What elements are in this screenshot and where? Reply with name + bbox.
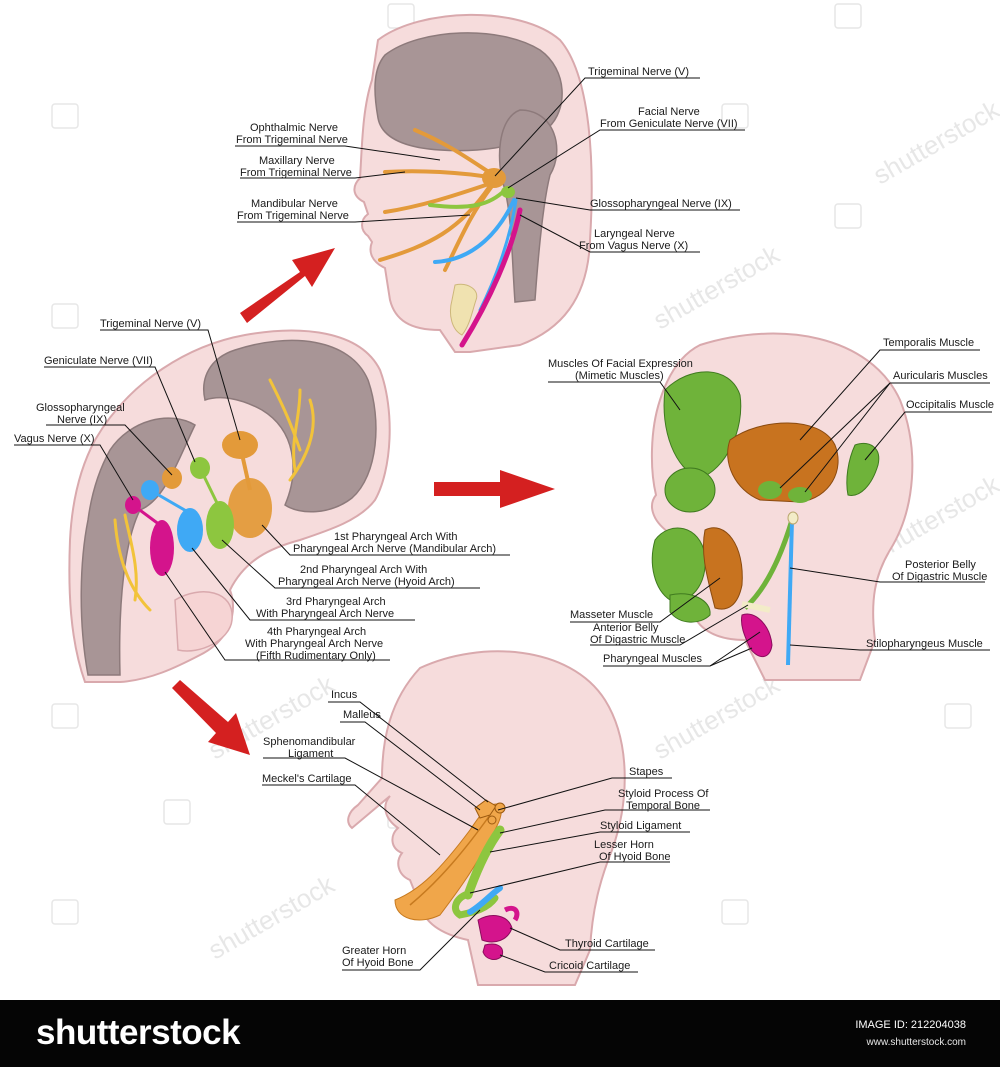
label-stapes: Stapes <box>629 766 664 778</box>
label-mandibular-1: Mandibular Nerve <box>251 198 338 210</box>
label-arch4-2: With Pharyngeal Arch Nerve <box>245 638 383 650</box>
label-posterior-belly-1: Posterior Belly <box>905 559 976 571</box>
label-posterior-belly-2: Of Digastric Muscle <box>892 571 987 583</box>
arch-2 <box>206 501 234 549</box>
label-anterior-belly-1: Anterior Belly <box>593 622 659 634</box>
label-trigeminal-embryo: Trigeminal Nerve (V) <box>100 318 201 330</box>
arch-4 <box>150 520 174 576</box>
arrow-down-right <box>172 680 250 755</box>
label-lesser-horn-1: Lesser Horn <box>594 839 654 851</box>
label-cricoid: Cricoid Cartilage <box>549 960 630 972</box>
label-malleus: Malleus <box>343 709 381 721</box>
label-maxillary-2: From Trigeminal Nerve <box>240 167 352 179</box>
label-masseter: Masseter Muscle <box>570 609 653 621</box>
label-glosso-embryo-1: Glossopharyngeal <box>36 402 125 414</box>
label-arch3-2: With Pharyngeal Arch Nerve <box>256 608 394 620</box>
label-lesser-horn-2: Of Hyoid Bone <box>599 851 671 863</box>
muscle-labels: Muscles Of Facial Expression (Mimetic Mu… <box>548 337 994 667</box>
label-trigeminal-top: Trigeminal Nerve (V) <box>588 66 689 78</box>
label-laryngeal-1: Laryngeal Nerve <box>594 228 675 240</box>
label-styloid-ligament: Styloid Ligament <box>600 820 681 832</box>
ossicles <box>474 799 506 825</box>
label-greater-horn-1: Greater Horn <box>342 945 406 957</box>
label-spheno-1: Sphenomandibular <box>263 736 356 748</box>
label-arch3-1: 3rd Pharyngeal Arch <box>286 596 386 608</box>
arch-1 <box>228 478 272 538</box>
label-anterior-belly-2: Of Digastric Muscle <box>590 634 685 646</box>
brand-logo: shutterstock <box>36 1013 241 1052</box>
label-ophthalmic-1: Ophthalmic Nerve <box>250 122 338 134</box>
label-greater-horn-2: Of Hyoid Bone <box>342 957 414 969</box>
label-ophthalmic-2: From Trigeminal Nerve <box>236 134 348 146</box>
label-vagus-embryo: Vagus Nerve (X) <box>14 433 95 445</box>
label-facial-muscles-2: (Mimetic Muscles) <box>575 370 664 382</box>
label-pharyngeal-muscles: Pharyngeal Muscles <box>603 653 703 665</box>
head-muscles <box>650 332 914 681</box>
cricoid-cartilage <box>482 943 504 960</box>
label-facial-muscles-1: Muscles Of Facial Expression <box>548 358 693 370</box>
label-arch4-1: 4th Pharyngeal Arch <box>267 626 366 638</box>
label-glosso-embryo-2: Nerve (IX) <box>57 414 107 426</box>
label-occipitalis: Occipitalis Muscle <box>906 399 994 411</box>
occipitalis-muscle <box>846 443 880 496</box>
site-url: www.shutterstock.com <box>866 1037 966 1048</box>
arrows <box>172 248 555 755</box>
masseter-muscle <box>702 527 743 610</box>
label-arch2-1: 2nd Pharyngeal Arch With <box>300 564 427 576</box>
watermark-text: shutterstock <box>648 239 785 336</box>
label-facial-2: From Geniculate Nerve (VII) <box>600 118 738 130</box>
trigeminal-ganglion-top <box>482 168 506 188</box>
head-skeleton <box>347 650 626 986</box>
label-temporalis: Temporalis Muscle <box>883 337 974 349</box>
label-facial-1: Facial Nerve <box>638 106 700 118</box>
label-styloid-process-2: Temporal Bone <box>626 800 700 812</box>
label-laryngeal-2: From Vagus Nerve (X) <box>579 240 688 252</box>
head-cranial-nerves <box>353 13 593 353</box>
label-arch2-2: Pharyngeal Arch Nerve (Hyoid Arch) <box>278 576 455 588</box>
arch-3 <box>177 508 203 552</box>
label-stylopharyngeus: Stilopharyngeus Muscle <box>866 638 983 650</box>
label-incus: Incus <box>331 689 358 701</box>
footer-bar <box>0 1000 1000 1067</box>
meckels-cartilage <box>394 803 502 921</box>
watermark-text: shutterstock <box>868 94 1000 191</box>
cerebellum-brainstem-top <box>498 109 558 303</box>
embryo-pharyngeal-arches <box>68 329 391 683</box>
watermark-text: shutterstock <box>648 669 785 766</box>
label-maxillary-1: Maxillary Nerve <box>259 155 335 167</box>
label-styloid-process-1: Styloid Process Of <box>618 788 709 800</box>
label-arch1-1: 1st Pharyngeal Arch With <box>334 531 458 543</box>
image-id-label: IMAGE ID: 212204038 <box>855 1019 966 1031</box>
label-mandibular-2: From Trigeminal Nerve <box>237 210 349 222</box>
facial-expression-muscles <box>651 371 742 623</box>
label-arch4-3: (Fifth Rudimentary Only) <box>256 650 376 662</box>
label-auricularis: Auricularis Muscles <box>893 370 988 382</box>
label-thyroid: Thyroid Cartilage <box>565 938 649 950</box>
label-geniculate: Geniculate Nerve (VII) <box>44 355 153 367</box>
pharyngeal-muscles <box>741 613 773 658</box>
embryo-labels: Trigeminal Nerve (V) Geniculate Nerve (V… <box>14 318 510 662</box>
label-meckel: Meckel's Cartilage <box>262 773 352 785</box>
thyroid-cartilage <box>477 915 513 943</box>
top-labels: Trigeminal Nerve (V) Facial Nerve From G… <box>235 66 745 253</box>
watermark-text: shutterstock <box>203 869 340 966</box>
temporalis-muscle <box>727 422 839 503</box>
skeleton-labels: Incus Malleus Sphenomandibular Ligament … <box>262 689 710 973</box>
pharyngeal-arch-diagram: shutterstock shutterstock shutterstock s… <box>14 3 1000 986</box>
arrow-right <box>434 470 555 508</box>
arrow-up-right <box>240 248 335 323</box>
label-spheno-2: Ligament <box>288 748 333 760</box>
diagram-canvas: shutterstock shutterstock shutterstock s… <box>14 3 1000 986</box>
label-arch1-2: Pharyngeal Arch Nerve (Mandibular Arch) <box>293 543 496 555</box>
label-glosso-top: Glossopharyngeal Nerve (IX) <box>590 198 732 210</box>
